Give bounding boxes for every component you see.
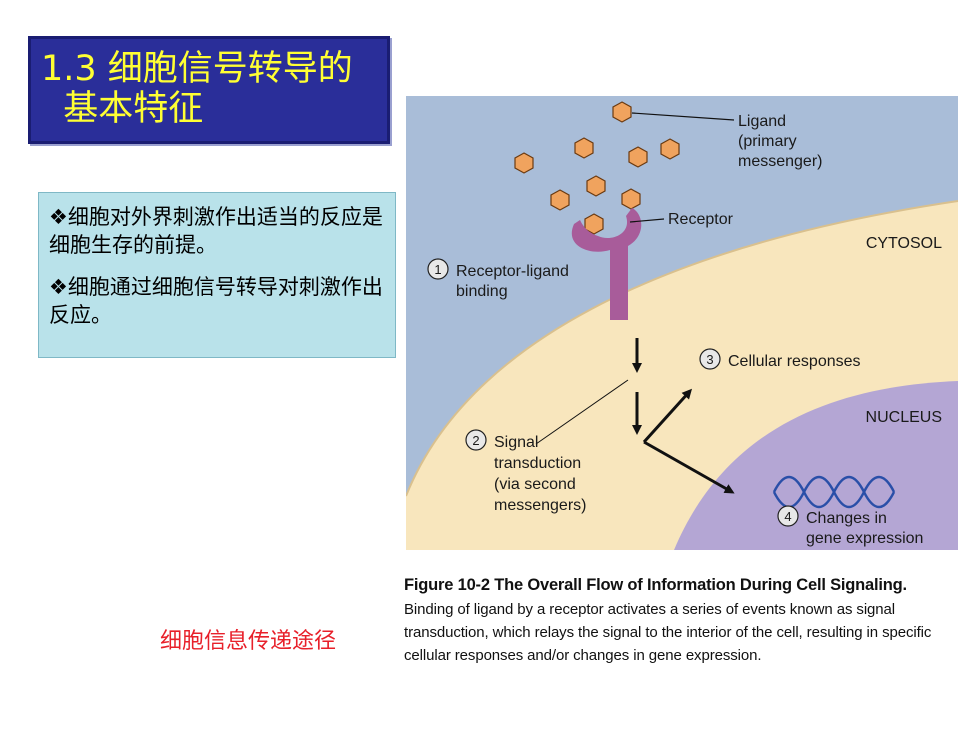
step-1-label: binding	[456, 283, 508, 300]
nucleus-region	[674, 381, 958, 550]
bullet-box: ❖细胞对外界刺激作出适当的反应是细胞生存的前提。 ❖细胞通过细胞信号转导对刺激作…	[38, 192, 396, 358]
ligand-label: Ligand (primary messenger)	[738, 113, 822, 170]
receptor-leader-line	[629, 218, 665, 223]
bullet-point: ❖细胞通过细胞信号转导对刺激作出反应。	[49, 275, 383, 327]
cell-signaling-figure: Ligand (primary messenger) Receptor CYTO…	[406, 96, 958, 550]
step-1-number: 1	[434, 262, 441, 277]
ligand-hexagon	[621, 188, 641, 210]
cell-membrane	[406, 200, 958, 497]
slide-title: 1.3 细胞信号转导的 基本特征	[41, 49, 353, 129]
step-3-label: Cellular responses	[728, 353, 861, 370]
arrow-to-cellular-responses	[642, 388, 693, 444]
step-4-label: gene expression	[806, 530, 923, 547]
cytosol-label: CYTOSOL	[866, 235, 942, 252]
ligand-hexagon	[660, 138, 680, 160]
step-2-label: Signal	[494, 434, 538, 451]
ligand-hexagon	[628, 146, 648, 168]
slide-title-box: 1.3 细胞信号转导的 基本特征	[28, 36, 390, 144]
ligand-hexagon	[584, 213, 604, 235]
arrow-to-nucleus	[643, 440, 735, 494]
figure-caption-body: Binding of ligand by a receptor activate…	[404, 601, 932, 664]
step-2-number: 2	[472, 433, 479, 448]
ligand-leader-line	[631, 112, 735, 121]
step-2-label: (via second	[494, 476, 576, 493]
step-4-label: Changes in	[806, 510, 887, 527]
step-1-label: Receptor-ligand	[456, 263, 569, 280]
ligand-molecules	[514, 101, 680, 235]
ligand-hexagon	[514, 152, 534, 174]
figure-caption-chinese: 细胞信息传递途径	[160, 629, 337, 654]
figure-caption-title: Figure 10-2 The Overall Flow of Informat…	[404, 576, 907, 594]
ligand-hexagon	[550, 189, 570, 211]
ligand-hexagon	[586, 175, 606, 197]
step-2-label: messengers)	[494, 497, 586, 514]
receptor	[571, 208, 642, 320]
step-4-badge	[777, 505, 799, 527]
ligand-label-line: (primary	[738, 133, 797, 150]
receptor-label: Receptor	[668, 211, 734, 228]
step-2-label: transduction	[494, 455, 581, 472]
cell-signaling-diagram: Ligand (primary messenger) Receptor CYTO…	[406, 96, 958, 550]
ligand-hexagon	[612, 101, 632, 123]
bullet-point: ❖细胞对外界刺激作出适当的反应是细胞生存的前提。	[49, 205, 383, 257]
ligand-label-line: messenger)	[738, 153, 822, 170]
step-1-badge	[427, 258, 449, 280]
step-3-badge	[699, 348, 721, 370]
step-3-number: 3	[706, 352, 713, 367]
figure-caption: Figure 10-2 The Overall Flow of Informat…	[404, 574, 964, 667]
step-4-number: 4	[784, 509, 791, 524]
nucleus-label: NUCLEUS	[866, 409, 942, 426]
ligand-label-line: Ligand	[738, 113, 786, 130]
dna-helix	[772, 475, 896, 509]
ligand-hexagon	[574, 137, 594, 159]
transduction-leader-line	[535, 379, 629, 445]
step-2-badge	[465, 429, 487, 451]
